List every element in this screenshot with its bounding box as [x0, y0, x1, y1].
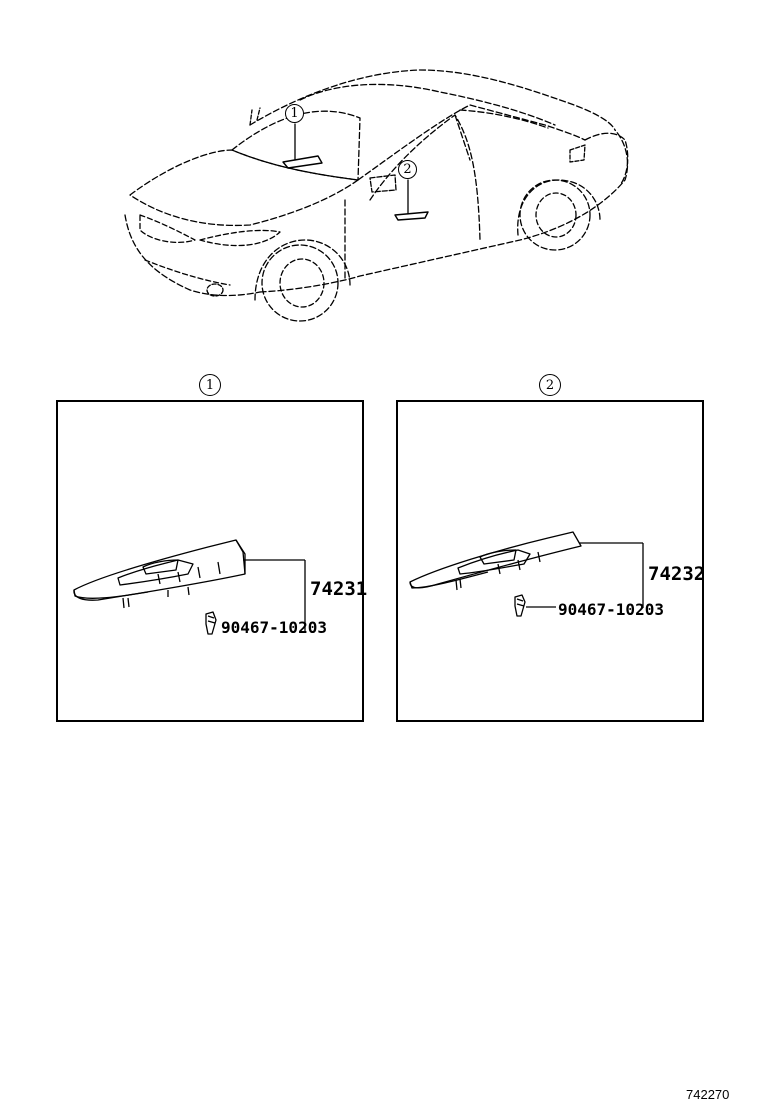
car-roof-inner — [299, 83, 556, 126]
panel-2: 74232 90467-10203 — [396, 400, 706, 722]
car-headlight — [199, 229, 281, 247]
car-roof-outline — [249, 69, 616, 131]
clip-drawing — [205, 611, 217, 635]
car-door — [369, 114, 481, 241]
car-fog-light — [206, 283, 224, 297]
car-callout-2: 2 — [398, 160, 417, 179]
car-front-bumper — [124, 214, 261, 297]
car-part-marker-2 — [394, 211, 429, 221]
car-side-mirror — [369, 174, 397, 193]
switch-base-74232-drawing — [409, 531, 644, 608]
car-front-wheel — [261, 244, 339, 322]
car-grille — [139, 214, 196, 244]
car-tail — [584, 132, 629, 186]
clip-drawing-2 — [514, 594, 556, 617]
part-number-clip-1: 90467-10203 — [221, 618, 327, 637]
part-number-74231: 74231 — [310, 578, 368, 600]
car-illustration: 1 2 — [0, 0, 760, 340]
part-number-74232: 74232 — [648, 563, 706, 585]
panel-1: 74231 90467-10203 — [56, 400, 368, 722]
car-rear-wheel — [519, 179, 591, 251]
panel-2-callout: 2 — [539, 374, 561, 396]
switch-base-74231-drawing — [73, 539, 306, 632]
car-body-side — [259, 129, 629, 293]
car-callout-1: 1 — [285, 104, 304, 123]
panel-1-callout: 1 — [199, 374, 221, 396]
car-part-marker-1 — [282, 155, 323, 169]
car-hood — [129, 149, 359, 227]
diagram-id: 742270 — [686, 1087, 730, 1102]
part-number-clip-2: 90467-10203 — [558, 600, 664, 619]
